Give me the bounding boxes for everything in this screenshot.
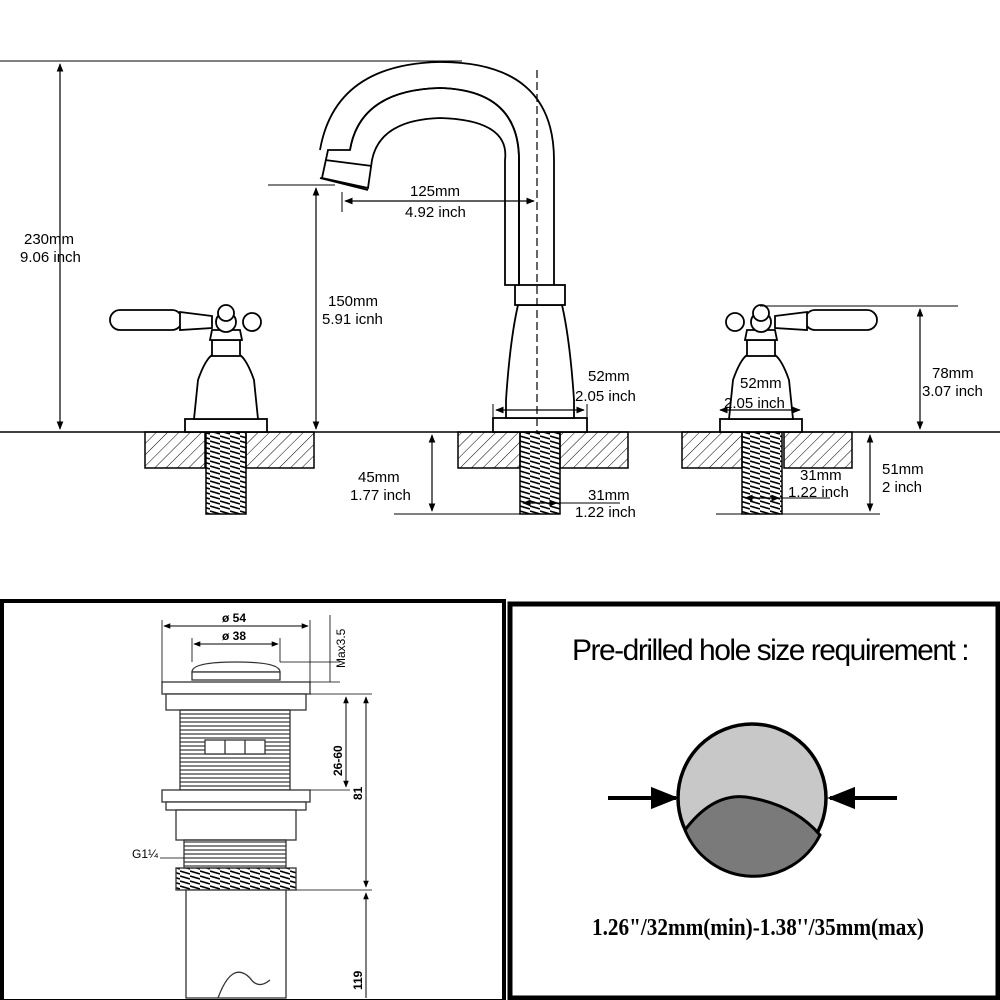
shank-center [519,431,561,515]
drain-max: Max3.5 [334,628,348,668]
shank-right [741,431,783,515]
countertop-block-center-b [559,431,629,469]
drain-frame [0,599,506,1000]
reach-mm: 125mm [410,183,460,200]
hole-section: Pre-drilled hole size requirement : 1.26… [507,601,1000,1000]
countertop-block-center-a [457,431,521,469]
hole-title: Pre-drilled hole size requirement : [572,634,968,667]
center-base-mm: 52mm [588,368,630,385]
right-shank-len-in: 2 inch [882,479,922,496]
spout-height-mm: 150mm [328,293,378,310]
right-shank-dia-in: 1.22 inch [788,484,849,501]
total-height-in: 9.06 inch [20,249,81,266]
right-base-in: 2.05 inch [724,395,785,412]
total-height-mm: 230mm [24,231,74,248]
hole-requirement: 1.26"/32mm(min)-1.38''/35mm(max) [592,915,924,941]
right-base-mm: 52mm [740,375,782,392]
hole-frame [507,601,1000,1000]
left-handle [109,304,268,433]
handle-height-in: 3.07 inch [922,383,983,400]
drain-outer-dia: ø 54 [222,611,246,625]
handle-height-mm: 78mm [932,365,974,382]
drain-section: ø 54 ø 38 Max3.5 26-60 81 G1¼ 119 [0,599,506,1000]
spout-height-in: 5.91 icnh [322,311,383,328]
right-shank-dia-mm: 31mm [800,467,842,484]
drain-range: 26-60 [331,745,345,776]
countertop-block-left-a [144,431,206,469]
reach-in: 4.92 inch [405,204,466,221]
right-handle [719,304,878,433]
faucet-section: 230mm 9.06 inch 150mm 5.91 icnh 125mm 4.… [0,60,1000,521]
hole-shadow [683,795,822,878]
countertop-block-right-a [681,431,743,469]
center-base-in: 2.05 inch [575,388,636,405]
drain-length: 81 [351,786,365,800]
countertop-block-left-b [245,431,315,469]
shank-len-in: 1.77 inch [350,487,411,504]
drain-inner-dia: ø 38 [222,629,246,643]
drain-bottom: 119 [351,970,365,990]
spout [319,61,588,433]
drain-body [161,661,311,999]
center-shank-dia-mm: 31mm [588,487,630,504]
drain-thread: G1¼ [132,847,159,861]
right-shank-len-mm: 51mm [882,461,924,478]
shank-left [205,431,247,515]
countertop-block-right-b [783,431,853,469]
center-shank-dia-in: 1.22 inch [575,504,636,521]
shank-len-mm: 45mm [358,469,400,486]
